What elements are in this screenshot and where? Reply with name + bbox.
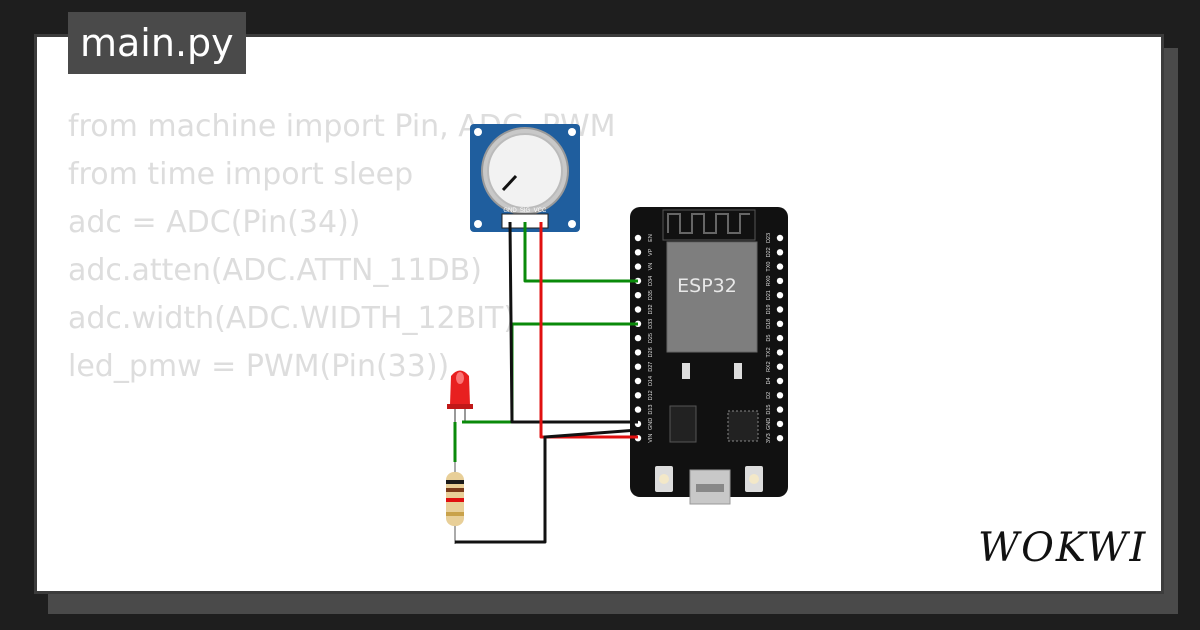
pot-pin-vcc: VCC — [534, 208, 547, 214]
pin-label: D12 — [648, 390, 654, 400]
pin-d2 — [776, 392, 784, 399]
pin-label: D27 — [648, 362, 654, 372]
code-line: adc.atten(ADC.ATTN_11DB) — [68, 253, 482, 288]
pin-label: D34 — [648, 276, 654, 286]
esp32-module — [666, 241, 758, 353]
esp32-label: ESP32 — [677, 275, 737, 297]
pin-tx2 — [776, 349, 784, 356]
potentiometer: GND SIG VCC — [470, 124, 580, 232]
pin-label: VP — [648, 248, 654, 256]
wire-pot-vcc — [539, 222, 638, 439]
pin-d23 — [776, 234, 784, 242]
code-line: adc.width(ADC.WIDTH_12BIT) — [68, 301, 516, 336]
pot-pin-sig: SIG — [520, 208, 531, 214]
pin-label: D5 — [766, 335, 772, 342]
pin-label: TX0 — [766, 262, 772, 272]
pin-d14 — [634, 377, 642, 385]
pin-label: D33 — [648, 319, 654, 329]
pin-tx0 — [776, 263, 784, 270]
file-tab: main.py — [68, 12, 246, 74]
pin-d26 — [634, 349, 642, 356]
pin-label: RX2 — [766, 361, 772, 372]
pin-header — [634, 234, 784, 442]
knob — [487, 133, 563, 209]
wire-pot-gnd — [508, 221, 638, 424]
pin-3v3 — [776, 435, 784, 442]
pin-label: D25 — [648, 333, 654, 343]
pin-d4 — [776, 377, 784, 385]
pin-d21 — [776, 292, 784, 299]
pin-label: D4 — [766, 377, 772, 384]
pin-label: VN — [648, 263, 654, 271]
pin-label: D22 — [766, 247, 772, 257]
pin-d5 — [776, 334, 784, 342]
pot-pin-gnd: GND — [503, 208, 517, 214]
pin-d12 — [634, 392, 642, 399]
pin-label: 3V3 — [766, 433, 772, 443]
code-line: adc = ADC(Pin(34)) — [68, 205, 361, 240]
pin-d32 — [634, 306, 642, 313]
wire-resistor-gnd — [455, 428, 639, 544]
pin-label: D21 — [766, 290, 772, 300]
wires — [453, 221, 639, 544]
pin-label: D15 — [766, 405, 772, 415]
pin-gnd — [776, 420, 784, 428]
pin-vn — [634, 263, 642, 270]
pin-label: D26 — [648, 347, 654, 357]
wire-led — [462, 322, 638, 424]
pin-en — [634, 234, 642, 242]
pin-d19 — [776, 306, 784, 313]
pin-vp — [634, 249, 642, 256]
pin-label: GND — [766, 418, 772, 430]
pin-label: D13 — [648, 405, 654, 415]
pin-label: D14 — [648, 376, 654, 386]
pin-d15 — [776, 406, 784, 413]
pin-label: D23 — [766, 233, 772, 243]
pin-label: VIN — [648, 434, 654, 443]
resistor — [446, 462, 464, 544]
pin-label: D19 — [766, 304, 772, 314]
pin-label: D32 — [648, 304, 654, 314]
pin-label: GND — [648, 418, 654, 430]
preview-card — [34, 34, 1164, 594]
pin-d27 — [634, 363, 642, 370]
pin-rx2 — [776, 363, 784, 370]
wire-pot-sig — [523, 222, 638, 283]
pin-rx0 — [776, 277, 784, 285]
code-line: led_pmw = PWM(Pin(33)) — [68, 349, 450, 384]
pin-d13 — [634, 406, 642, 413]
esp32-board: ESP32 ENVPVND34D35D32D33D25D26D27D14D12D… — [630, 207, 788, 505]
pin-d35 — [634, 292, 642, 299]
wokwi-logo: WOKWI — [978, 525, 1148, 571]
pin-d18 — [776, 320, 784, 327]
code-line: from time import sleep — [68, 157, 414, 192]
pin-label: RX0 — [766, 276, 772, 287]
pin-label: D2 — [766, 392, 772, 399]
pin-d22 — [776, 249, 784, 256]
led — [447, 370, 473, 425]
pin-label: D18 — [766, 319, 772, 329]
pin-label: TX2 — [766, 347, 772, 357]
pin-label: EN — [648, 234, 654, 242]
pin-label: D35 — [648, 290, 654, 300]
pin-d25 — [634, 334, 642, 342]
